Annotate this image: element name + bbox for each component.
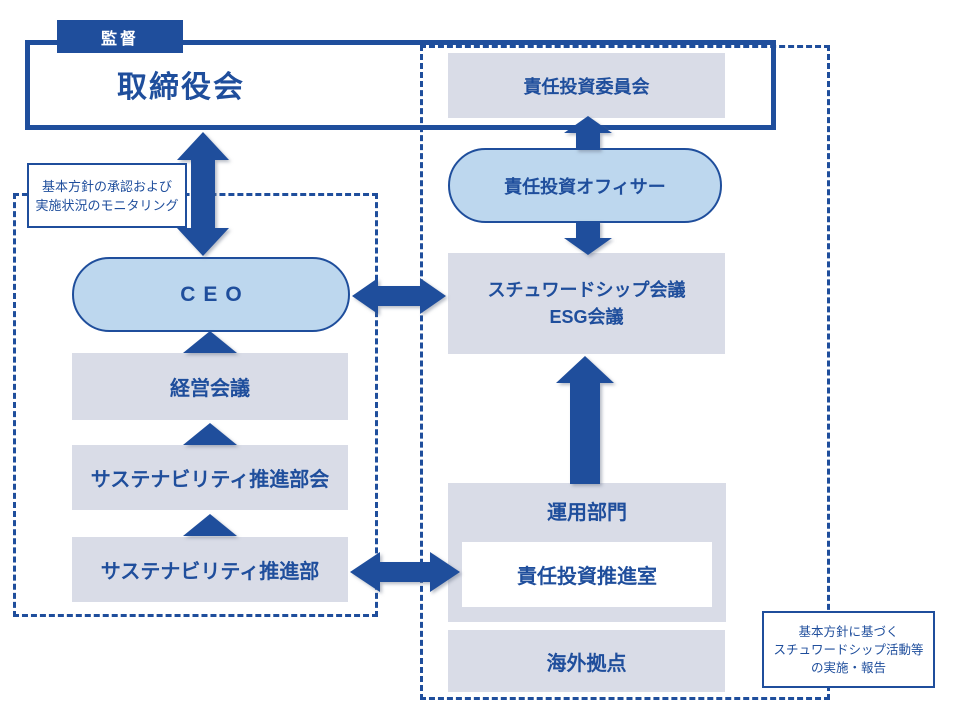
esg-meeting-label: ESG会議: [549, 306, 624, 327]
note-line: 基本方針の承認および: [41, 178, 172, 194]
note-line: スチュワードシップ活動等: [773, 642, 924, 657]
meeting-ceo-triangle-arrow-icon: [183, 331, 237, 353]
stewardship-meeting-label: スチュワードシップ会議: [487, 279, 686, 300]
note-line: 実施状況のモニタリング: [35, 197, 179, 213]
management-meeting-box: 経営会議: [72, 353, 348, 420]
sustainability-dept-box: サステナビリティ推進部: [72, 537, 348, 602]
approval-monitoring-note: 基本方針の承認および 実施状況のモニタリング: [27, 163, 187, 228]
right-group-dashed-frame: [420, 45, 830, 700]
note-line: 基本方針に基づく: [798, 624, 899, 639]
investment-division-label: 運用部門: [547, 501, 627, 524]
stewardship-esg-meeting-box: スチュワードシップ会議 ESG会議: [448, 253, 725, 354]
ceo-stewardship-double-arrow-icon: [352, 278, 446, 314]
ceo-pill: CEO: [72, 257, 350, 332]
sustainability-subcommittee-box: サステナビリティ推進部会: [72, 445, 348, 510]
responsible-investment-officer-pill: 責任投資オフィサー: [448, 148, 722, 223]
subcommittee-meeting-triangle-arrow-icon: [183, 423, 237, 445]
officer-committee-up-arrow-icon: [564, 116, 612, 150]
dept-office-double-arrow-icon: [350, 552, 460, 592]
dept-subcommittee-triangle-arrow-icon: [183, 514, 237, 536]
board-ceo-double-arrow-icon: [177, 132, 229, 256]
division-stewardship-up-arrow-icon: [556, 356, 614, 484]
overseas-offices-box: 海外拠点: [448, 630, 725, 692]
note-line: の実施・報告: [810, 660, 886, 675]
responsible-investment-office-box: 責任投資推進室: [462, 542, 712, 607]
responsible-investment-committee-box: 責任投資委員会: [448, 53, 725, 118]
stewardship-activity-note: 基本方針に基づく スチュワードシップ活動等 の実施・報告: [762, 611, 935, 688]
supervision-tag: 監督: [57, 20, 183, 53]
board-of-directors-title: 取締役会: [117, 71, 245, 104]
officer-meeting-down-arrow-icon: [564, 221, 612, 255]
